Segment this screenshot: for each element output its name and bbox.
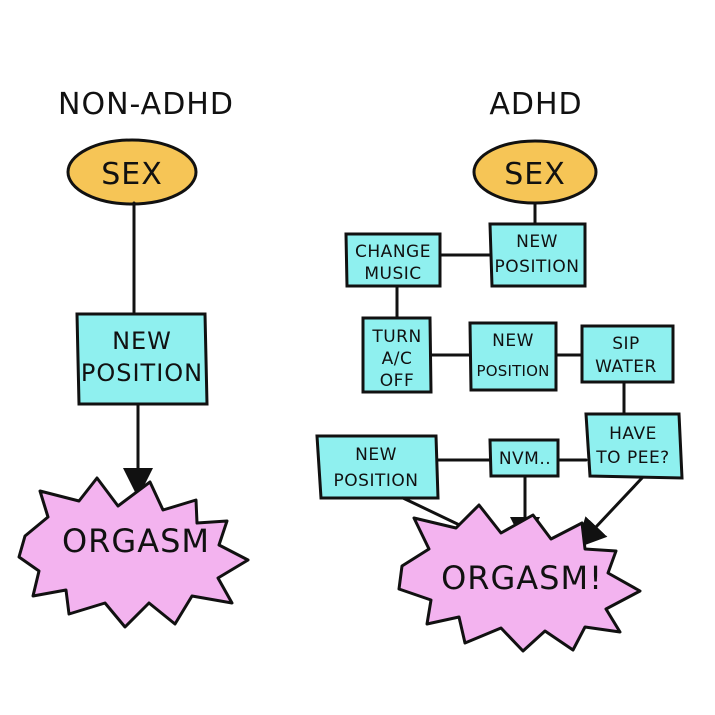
left-new-position-line1: NEW [112, 327, 172, 355]
left-new-position-node [75, 312, 209, 406]
right-new-position-top-node [488, 222, 587, 288]
right-new-position-top-line2: POSITION [495, 257, 580, 277]
right-have-to-pee-line1: HAVE [609, 424, 657, 444]
right-have-to-pee-node [584, 412, 684, 480]
right-turn-ac-off-line1: TURN [371, 327, 421, 347]
right-turn-ac-off-line2: A/C [382, 349, 413, 369]
right-new-position-top-line1: NEW [516, 232, 558, 252]
right-change-music-line1: CHANGE [355, 242, 431, 262]
left-sex-node [66, 138, 198, 206]
left-sex-label: SEX [101, 157, 163, 192]
right-have-to-pee-line2: TO PEE? [595, 448, 669, 468]
left-title: NON-ADHD [58, 87, 234, 122]
right-nvm-label: NVM.. [499, 449, 551, 469]
right-sip-water-line1: SIP [612, 334, 640, 354]
right-sip-water-line2: WATER [595, 357, 657, 377]
right-change-music-line2: MUSIC [364, 264, 421, 284]
right-new-position-bottom-line2: POSITION [334, 471, 419, 491]
right-new-position-mid-line2: POSITION [476, 362, 549, 380]
right-sip-water-node [580, 324, 675, 384]
right-turn-ac-off-node [361, 316, 433, 394]
left-orgasm-label: ORGASM [62, 522, 210, 560]
right-nvm-node [488, 438, 560, 478]
right-new-position-bottom-node [315, 434, 440, 500]
right-arrow-bottom-right [575, 476, 644, 549]
left-orgasm-burst [17, 476, 250, 629]
right-new-position-bottom-line1: NEW [355, 445, 397, 465]
right-new-position-mid-line1: NEW [492, 331, 534, 351]
right-new-position-mid-node [468, 321, 558, 392]
right-sex-label: SEX [504, 157, 566, 192]
right-change-music-node [344, 232, 442, 288]
right-title: ADHD [489, 87, 582, 122]
right-turn-ac-off-line3: OFF [380, 371, 414, 391]
right-orgasm-burst [397, 503, 642, 653]
left-new-position-line2: POSITION [81, 359, 203, 387]
right-orgasm-label: ORGASM! [441, 559, 603, 597]
